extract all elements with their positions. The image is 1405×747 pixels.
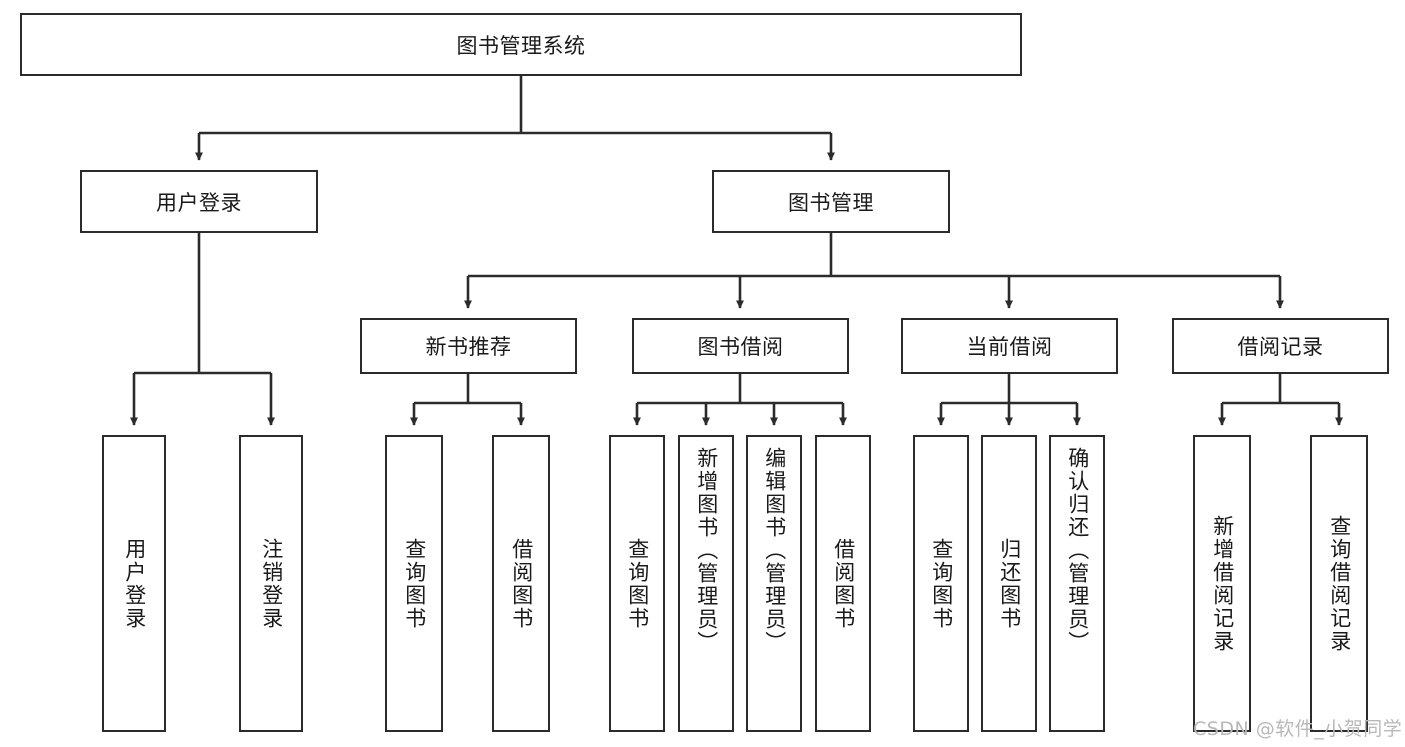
node-leaf-borrow-book-2[interactable]: 借阅图书 xyxy=(815,435,871,732)
node-leaf-logout-label: 注销登录 xyxy=(259,537,284,630)
node-leaf-user-login[interactable]: 用户登录 xyxy=(102,435,166,732)
node-leaf-confirm-return-label: 确认归还（管理员） xyxy=(1065,447,1090,654)
watermark-text: CSDN @软件_小贺同学 xyxy=(1193,718,1403,740)
node-leaf-query-book-3-label: 查询图书 xyxy=(929,537,954,630)
node-leaf-query-book-1-label: 查询图书 xyxy=(402,537,427,630)
node-leaf-user-login-label: 用户登录 xyxy=(122,537,147,630)
node-leaf-add-book[interactable]: 新增图书（管理员） xyxy=(678,435,734,732)
node-leaf-return-book[interactable]: 归还图书 xyxy=(981,435,1037,732)
node-leaf-logout[interactable]: 注销登录 xyxy=(239,435,303,732)
node-book-management-label: 图书管理 xyxy=(788,190,874,215)
node-leaf-confirm-return[interactable]: 确认归还（管理员） xyxy=(1049,435,1105,732)
node-user-login-label: 用户登录 xyxy=(156,190,242,215)
node-leaf-edit-book[interactable]: 编辑图书（管理员） xyxy=(746,435,802,732)
node-leaf-add-record[interactable]: 新增借阅记录 xyxy=(1193,435,1251,732)
node-current-borrow-label: 当前借阅 xyxy=(966,335,1053,359)
node-new-book-recommend-label: 新书推荐 xyxy=(425,335,512,359)
node-leaf-add-book-label: 新增图书（管理员） xyxy=(694,447,719,654)
node-book-borrow-label: 图书借阅 xyxy=(697,335,784,359)
node-leaf-edit-book-label: 编辑图书（管理员） xyxy=(762,447,787,654)
node-leaf-query-book-3[interactable]: 查询图书 xyxy=(913,435,969,732)
node-leaf-query-book-2-label: 查询图书 xyxy=(625,537,650,630)
node-leaf-query-record-label: 查询借阅记录 xyxy=(1327,514,1352,653)
node-leaf-query-book-1[interactable]: 查询图书 xyxy=(385,435,443,732)
node-leaf-add-record-label: 新增借阅记录 xyxy=(1210,514,1235,653)
node-new-book-recommend[interactable]: 新书推荐 xyxy=(360,318,577,374)
node-borrow-record-label: 借阅记录 xyxy=(1237,335,1324,359)
node-leaf-query-book-2[interactable]: 查询图书 xyxy=(609,435,665,732)
node-leaf-query-record[interactable]: 查询借阅记录 xyxy=(1310,435,1368,732)
node-book-management[interactable]: 图书管理 xyxy=(712,170,950,233)
node-leaf-borrow-book-1-label: 借阅图书 xyxy=(509,537,534,630)
node-user-login[interactable]: 用户登录 xyxy=(80,170,318,233)
node-book-borrow[interactable]: 图书借阅 xyxy=(632,318,849,374)
node-root-label: 图书管理系统 xyxy=(456,33,586,58)
node-root[interactable]: 图书管理系统 xyxy=(20,13,1022,76)
node-leaf-borrow-book-1[interactable]: 借阅图书 xyxy=(492,435,550,732)
node-borrow-record[interactable]: 借阅记录 xyxy=(1172,318,1389,374)
node-leaf-return-book-label: 归还图书 xyxy=(997,537,1022,630)
node-leaf-borrow-book-2-label: 借阅图书 xyxy=(831,537,856,630)
node-current-borrow[interactable]: 当前借阅 xyxy=(901,318,1118,374)
